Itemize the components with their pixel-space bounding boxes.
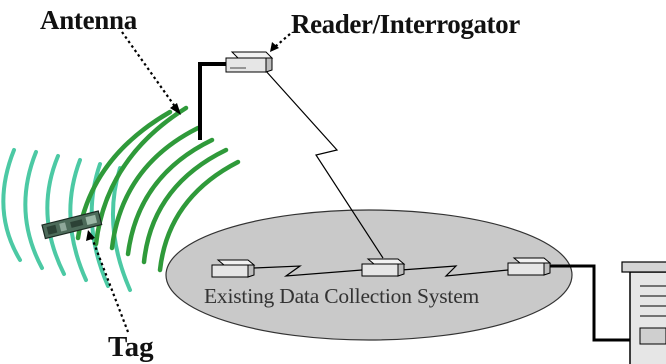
node-device-icon [211,259,256,278]
reader-pointer-head [270,42,279,52]
tag-pointer-head [86,230,95,241]
node-device-icon [361,258,406,277]
backbone-link-2 [400,265,509,277]
antenna-pointer-head [170,103,181,115]
tag-label: Tag [108,331,154,363]
reader-link [264,69,384,259]
server-tower-icon [621,261,666,364]
antenna-label: Antenna [40,5,137,35]
rfid-tag-icon [41,210,103,240]
reader-device-icon [225,51,274,73]
server-link [550,264,632,342]
backbone-link-1 [253,265,363,277]
antenna-mast [198,62,228,140]
reader-label: Reader/Interrogator [291,9,520,39]
reader-pointer [275,33,291,47]
node-device-icon [507,257,552,276]
system-label: Existing Data Collection System [204,284,480,308]
tag-pointer [90,237,130,333]
antenna-pointer [121,31,177,109]
pointer-arrows [86,31,291,333]
